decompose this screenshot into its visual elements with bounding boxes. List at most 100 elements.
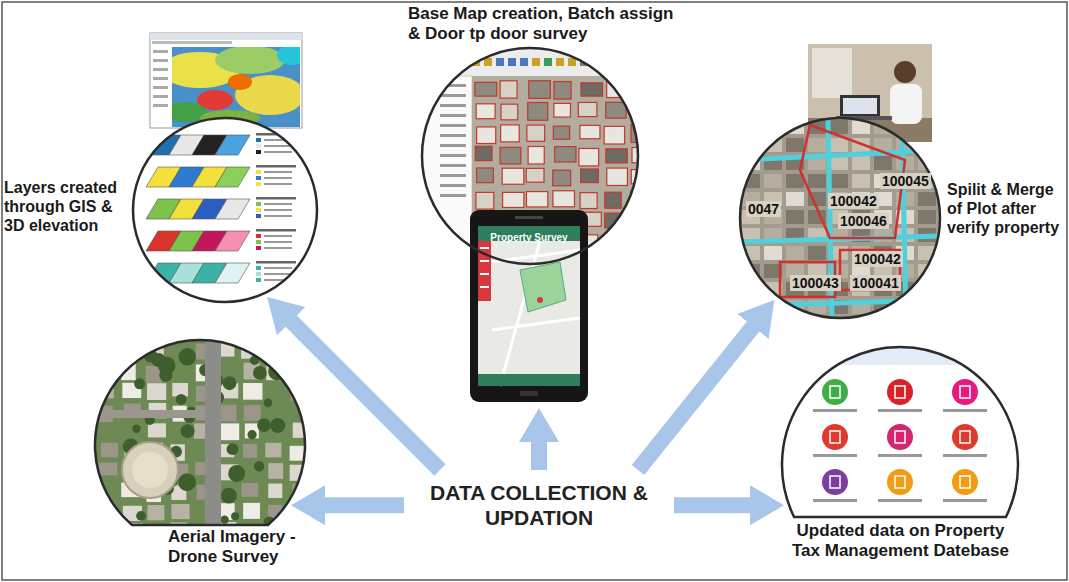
person-shirt (890, 84, 922, 124)
legend-swatch (256, 176, 261, 180)
legend-swatch (256, 182, 261, 186)
panel-line (153, 95, 168, 98)
legend-swatch (256, 150, 261, 154)
roof-patch (830, 174, 848, 188)
module-name (878, 409, 922, 412)
panel-line (440, 114, 466, 117)
tool-icon (508, 58, 516, 66)
building-parcel (578, 102, 597, 116)
label-holder: 100045 (880, 172, 931, 190)
building-parcel (580, 193, 597, 209)
legend-line (264, 215, 292, 217)
photo-window (812, 48, 852, 98)
icon-glyph (960, 386, 970, 398)
legend-line (264, 209, 292, 211)
tree (136, 511, 146, 521)
tree (270, 418, 285, 433)
connector-group (290, 320, 755, 505)
flow-arrow (290, 320, 440, 470)
legend-swatch (256, 234, 261, 238)
label-holder: Property Survey (478, 227, 580, 245)
layers-ground (133, 118, 317, 302)
app-menu (478, 241, 491, 301)
tree (220, 516, 228, 524)
building-roof (245, 423, 259, 438)
building-parcel (579, 148, 599, 165)
building-roof (243, 444, 257, 458)
tree (179, 348, 196, 365)
building-parcel (528, 103, 548, 121)
roof-patch (830, 156, 848, 170)
legend-swatch (256, 202, 261, 206)
legend-swatch (256, 170, 261, 174)
roof-patch (918, 282, 936, 296)
module-name (878, 454, 922, 457)
app-topbar (782, 347, 1018, 365)
heat-blob (228, 74, 252, 90)
module-name (813, 409, 857, 412)
tool-icon (592, 58, 600, 66)
plot-number: 100042 (852, 251, 903, 267)
caption-holder: Spilit & Merge of Plot after verify prop… (947, 180, 1063, 238)
laptop-display (843, 98, 877, 114)
roof-patch (896, 300, 914, 314)
aerial-ground (472, 76, 638, 266)
label-holder: 100042 (852, 250, 903, 268)
roof-patch (808, 138, 826, 152)
legend-swatch (256, 138, 261, 142)
side-road (95, 410, 205, 418)
circle-outline (422, 48, 638, 264)
app-footer (478, 374, 580, 386)
layer-patch (215, 231, 250, 251)
menu-line (480, 273, 489, 275)
parcel-ground (740, 118, 940, 318)
legend-swatch (256, 266, 261, 270)
building-parcel (553, 170, 571, 186)
label-holder: 100041 (850, 274, 901, 292)
legend-line (264, 279, 292, 281)
central-label-box: DATA COLLECTION & UPDATION (410, 476, 668, 534)
circle-outline (133, 118, 317, 302)
circle-border (782, 347, 1018, 517)
legend-swatch (256, 214, 261, 218)
image-circle: Updated data on Property Tax Management … (782, 347, 1018, 517)
plot-number: 100041 (850, 275, 901, 291)
building-parcel (606, 102, 626, 118)
building-parcel (477, 127, 496, 144)
building-parcel (604, 257, 623, 274)
tree (253, 366, 267, 380)
building-parcel (475, 146, 492, 160)
icon-glyph (830, 476, 840, 488)
roof-patch (808, 174, 826, 188)
building-parcel (580, 125, 600, 138)
roof-patch (808, 246, 826, 260)
building-roof (244, 405, 261, 421)
main-road (205, 340, 221, 530)
plot-number: 100046 (838, 213, 889, 229)
surveyed-plot (520, 262, 566, 312)
tree (264, 399, 273, 408)
building-parcel (630, 215, 647, 232)
building-parcel (527, 125, 545, 141)
building-roof (171, 504, 189, 519)
toolbar (422, 48, 638, 76)
panel-line (440, 154, 466, 157)
building-roof (148, 423, 166, 437)
step-caption: Aerial Imagery - Drone Survey (168, 527, 338, 568)
roof-patch (786, 246, 804, 260)
circle-border (422, 48, 638, 264)
building-parcel (633, 256, 653, 274)
legend-line (264, 177, 292, 179)
panel-line (153, 77, 168, 80)
layer-patch (215, 199, 250, 219)
roof-patch (874, 156, 892, 170)
phone-screen (478, 226, 580, 386)
tree (221, 488, 237, 504)
building-roof (101, 443, 118, 457)
app-ground (782, 347, 1018, 517)
tool-icon (556, 58, 564, 66)
roof-patch (786, 192, 804, 206)
building-parcel (581, 169, 599, 183)
building-roof (268, 463, 283, 479)
phone-button (520, 391, 538, 396)
